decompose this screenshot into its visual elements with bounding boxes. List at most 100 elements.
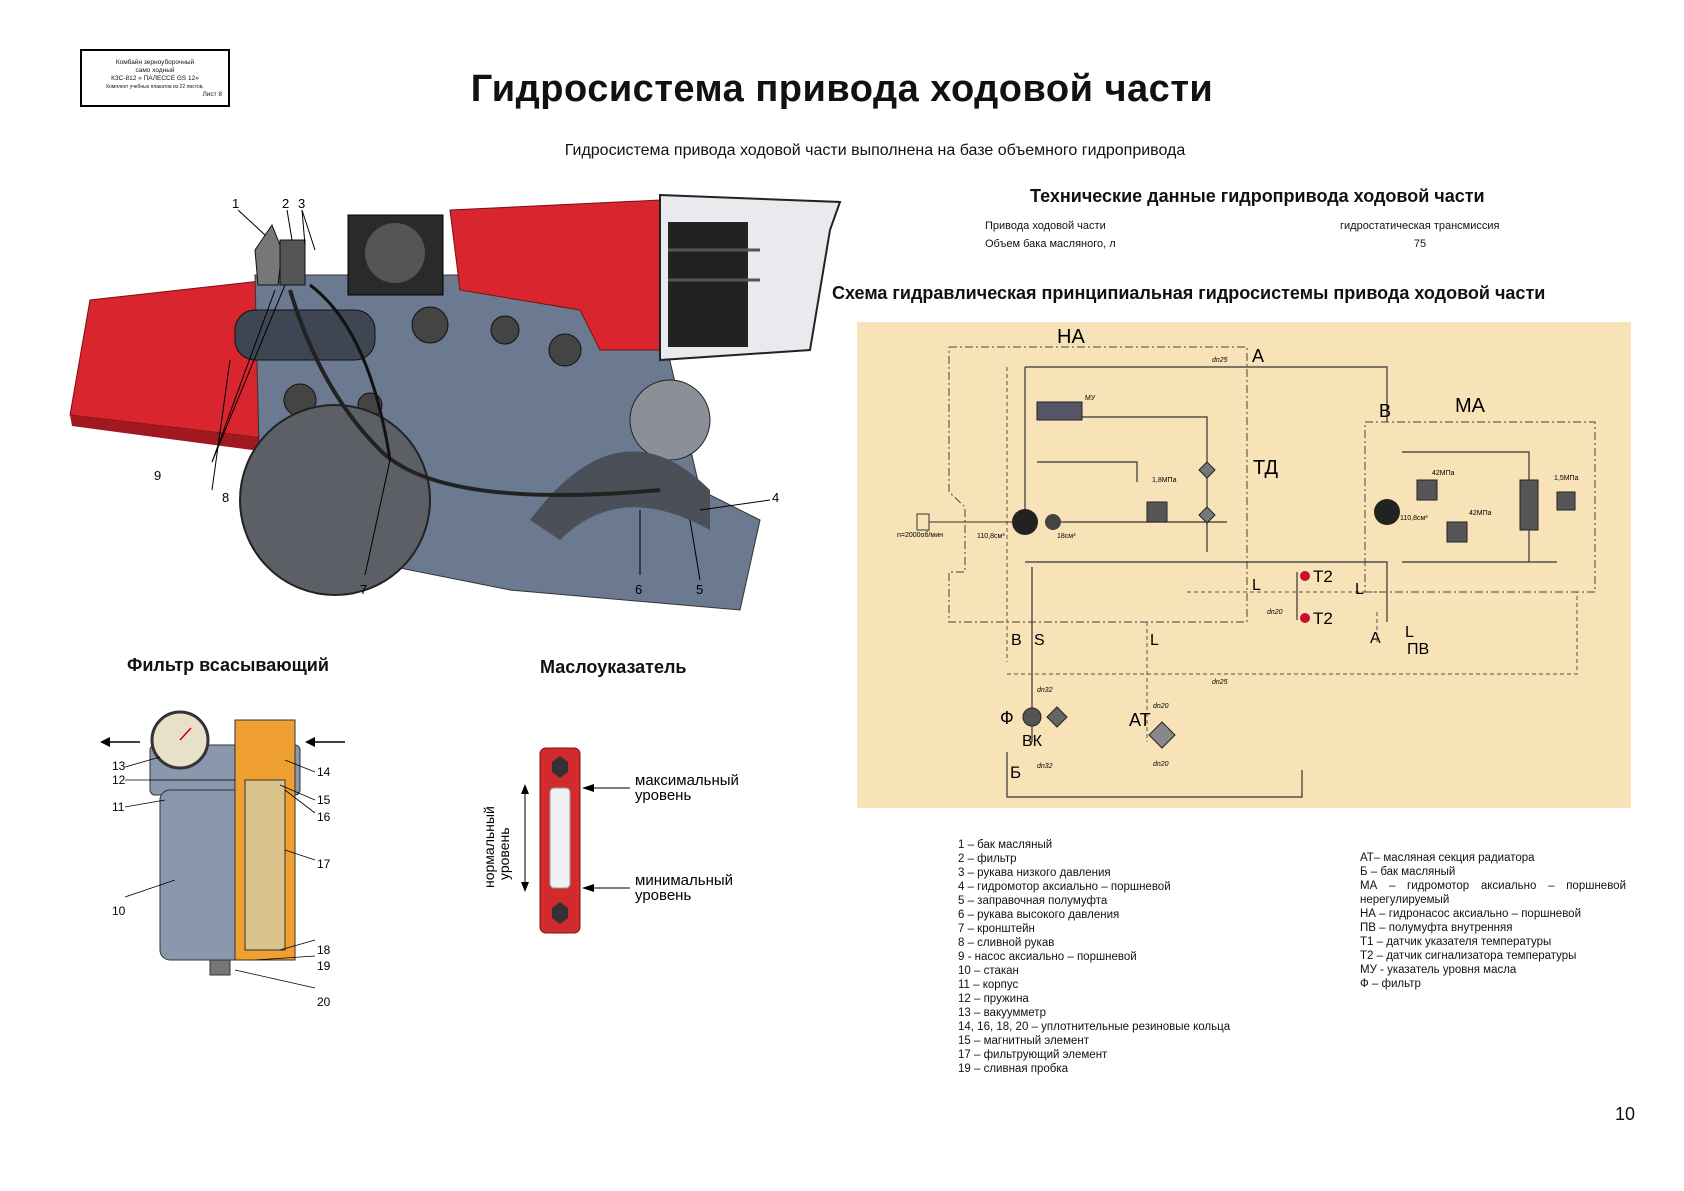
callout-number: 17: [317, 857, 331, 871]
control-line: [1037, 461, 1138, 482]
legend-item: Ф – фильтр: [1360, 978, 1421, 990]
scheme-label-dn: dn25: [1212, 679, 1228, 686]
scheme-label-b-right: В: [1379, 401, 1391, 421]
scheme-label-l3: L: [1150, 632, 1159, 649]
callout-line: [364, 459, 391, 576]
legend-item: НА – гидронасос аксиально – поршневой: [1360, 908, 1581, 920]
callout-number: 9: [154, 468, 161, 483]
hydraulic-hose: [309, 283, 392, 461]
callout-line: [699, 499, 771, 511]
callout-number: 11: [112, 800, 125, 814]
scheme-label-dn: dn20: [1267, 609, 1283, 616]
scheme-background: [857, 322, 1631, 808]
scheme-label-td: ТД: [1253, 457, 1279, 479]
cabin-frame: [668, 222, 748, 347]
pressure-line-a: [1025, 366, 1388, 422]
check-valve: [1416, 479, 1438, 501]
filter-symbol: [1198, 461, 1216, 479]
arrow-head: [100, 737, 110, 747]
scheme-label-f: Ф: [1000, 708, 1014, 728]
scheme-label-vol: 18см³: [1057, 533, 1076, 540]
legend-item: МА – гидромотор аксиально – поршневой не…: [1360, 880, 1626, 906]
front-wheel: [239, 404, 431, 596]
shuttle-valve: [1519, 479, 1539, 531]
radiator-symbol: [1148, 721, 1176, 749]
scheme-label-b-tank: Б: [1010, 763, 1021, 782]
legend-item: 12 – пружина: [958, 993, 1029, 1005]
callout-line: [284, 849, 316, 861]
callout-number: 1: [232, 196, 239, 211]
pulley: [548, 333, 582, 367]
temperature-sensor: [1300, 613, 1310, 623]
legend-item: 4 – гидромотор аксиально – поршневой: [958, 881, 1171, 893]
min-level-label: минимальный: [635, 872, 733, 889]
callout-number: 12: [112, 773, 126, 787]
callout-line: [211, 284, 286, 463]
motor-symbol: [1374, 499, 1400, 525]
scheme-label-dn: dn25: [1212, 357, 1228, 364]
scheme-label-dn: dn20: [1153, 703, 1169, 710]
callout-line: [284, 789, 316, 814]
callout-number: 20: [317, 995, 331, 1009]
scheme-label-pv: ПВ: [1407, 641, 1429, 658]
tech-value: 75: [1413, 238, 1427, 250]
scheme-label-rpm: n=2000об/мин: [897, 531, 943, 539]
legend-item: 6 – рукава высокого давления: [958, 909, 1120, 921]
callout-line: [211, 289, 276, 463]
scheme-label-pressure: 1,8МПа: [1152, 477, 1177, 484]
gauge-window: [549, 787, 571, 889]
arrow-head: [521, 882, 529, 892]
oil-gauge-illustration: максимальный уровень минимальный уровень…: [481, 747, 739, 934]
scheme-label-l-pv: L: [1405, 624, 1414, 641]
radiator-fan: [365, 223, 425, 283]
legend-item: 3 – рукава низкого давления: [958, 867, 1111, 879]
tech-value: гидростатическая трансмиссия: [1340, 220, 1500, 232]
max-level-label: уровень: [635, 787, 691, 804]
stamp-line: КЗС-812 « ПАЛЕССЕ GS 12»: [111, 75, 199, 82]
hydraulic-scheme: НА МА А В ТД L L L В S А L ПВ Т2 Т2 Ф ВК…: [857, 322, 1631, 808]
legend-right: АТ– масляная секция радиатора Б – бак ма…: [1360, 851, 1626, 991]
charge-pump-symbol: [1045, 514, 1061, 530]
callout-number: 13: [112, 759, 126, 773]
callout-number: 4: [772, 490, 779, 505]
min-level-label: уровень: [635, 887, 691, 904]
normal-level-label: нормальный: [481, 806, 497, 888]
callout-line: [124, 756, 161, 768]
callout-number: 8: [222, 490, 229, 505]
arrow-head: [582, 784, 594, 792]
filter-symbol: [1046, 706, 1068, 728]
oil-gauge-title: Маслоуказатель: [540, 657, 687, 677]
callout-number: 10: [112, 904, 126, 918]
scheme-label-mu: МУ: [1085, 395, 1096, 402]
legend-item: Т1 – датчик указателя температуры: [1360, 936, 1552, 948]
callout-number: 18: [317, 943, 331, 957]
scheme-label-s: S: [1034, 632, 1045, 649]
title-stamp: Комбайн зерноуборочный само ходный КЗС-8…: [80, 49, 230, 107]
combine-header-shadow: [70, 415, 290, 455]
callout-number: 16: [317, 810, 331, 824]
max-level-label: максимальный: [635, 772, 739, 789]
page-number: 10: [1615, 1104, 1636, 1124]
callout-line: [301, 209, 316, 251]
control-valve: [1036, 401, 1083, 421]
scheme-label-t2: Т2: [1313, 567, 1333, 586]
tech-data-table: Привода ходовой части гидростатическая т…: [985, 217, 1500, 253]
tech-data-row: Объем бака масляного, л 75: [985, 235, 1500, 253]
filter-unit: [279, 239, 306, 286]
scheme-label-vk: ВК: [1022, 733, 1043, 750]
callout-number: 14: [317, 765, 331, 779]
motor-boundary: [1364, 421, 1596, 593]
callout-number: 5: [696, 582, 703, 597]
legend-item: МУ - указатель уровня масла: [1360, 964, 1517, 976]
scheme-label-vol: 110,8см³: [977, 533, 1005, 540]
legend-item: 5 – заправочная полумуфта: [958, 895, 1108, 907]
check-valve: [1446, 521, 1468, 543]
legend-item: Б – бак масляный: [1360, 866, 1456, 878]
filter-title: Фильтр всасывающий: [127, 655, 329, 675]
stamp-line: само ходный: [135, 67, 175, 74]
callout-line: [279, 784, 316, 801]
gauge-bolt: [552, 756, 568, 778]
pump-boundary: [948, 346, 1248, 623]
tech-data-title: Технические данные гидропривода ходовой …: [1030, 186, 1485, 206]
stamp-sheet: Лист 8: [202, 91, 222, 98]
